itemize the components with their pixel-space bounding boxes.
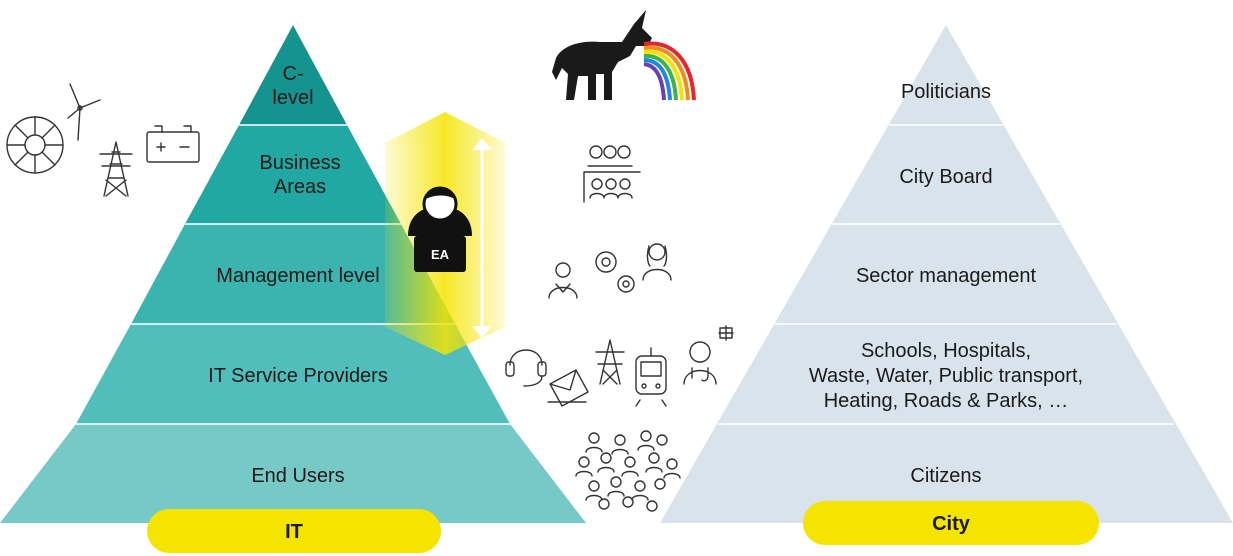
- it-level-2: [185, 125, 401, 224]
- it-level-5: [0, 424, 586, 523]
- crowd-icon: [575, 430, 681, 512]
- it-level-label-1a: C-: [282, 63, 303, 85]
- it-level-label-2b: Areas: [274, 176, 326, 198]
- it-label-pill: IT: [147, 509, 441, 553]
- meeting-group-icon: [583, 145, 641, 203]
- ea-person-icon: EA: [408, 186, 472, 272]
- city-level-label-1: Politicians: [901, 81, 991, 103]
- it-level-label-2a: Business: [259, 152, 340, 174]
- envelope-icon: [547, 369, 589, 407]
- unicorn-rainbow-icon: [552, 10, 696, 101]
- wind-turbine-icon: [67, 83, 101, 141]
- solar-panel-icon: [6, 116, 64, 174]
- power-pylon-icon: [99, 141, 133, 197]
- ea-arrow: [381, 112, 509, 355]
- city-level-label-4b: Waste, Water, Public transport,: [809, 365, 1083, 387]
- city-level-label-3: Sector management: [856, 265, 1037, 287]
- tram-icon: [635, 347, 667, 407]
- headset-icon: [505, 349, 547, 387]
- city-level-label-5: Citizens: [910, 465, 981, 487]
- ea-badge-text: EA: [431, 247, 450, 262]
- city-level-label-2: City Board: [899, 166, 992, 188]
- city-label-pill: City: [803, 501, 1099, 545]
- it-pyramid: C- level Business Areas: [0, 25, 586, 523]
- it-level-label-1b: level: [272, 87, 313, 109]
- city-label-text: City: [932, 513, 971, 535]
- city-pyramid-shape: [660, 25, 1233, 523]
- nurse-icon: [683, 325, 734, 385]
- it-level-1: [239, 25, 347, 125]
- it-level-3: [131, 224, 455, 324]
- city-level-label-4c: Heating, Roads & Parks, …: [824, 390, 1069, 412]
- pylon-icon: [595, 339, 625, 385]
- it-level-4: [76, 324, 510, 424]
- city-level-label-4a: Schools, Hospitals,: [861, 340, 1031, 362]
- city-pyramid: Politicians City Board Sector management…: [660, 25, 1233, 523]
- it-level-label-5: End Users: [251, 465, 344, 487]
- managers-gears-icon: [548, 243, 672, 299]
- it-level-label-4: IT Service Providers: [208, 365, 388, 387]
- it-label-text: IT: [285, 521, 303, 543]
- battery-icon: [146, 125, 200, 163]
- it-level-label-3: Management level: [216, 265, 379, 287]
